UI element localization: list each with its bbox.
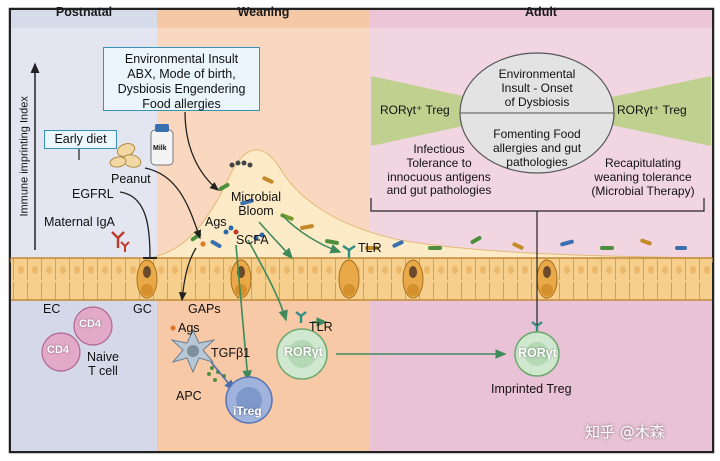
cd4-cell-b	[41, 332, 81, 372]
infectious-line-3: innocuous antigens	[387, 169, 491, 184]
scfa-treg-arrow	[247, 239, 288, 322]
peanut-icon	[109, 143, 142, 168]
infectious-line-4: and gut pathologies	[386, 183, 492, 198]
weaning-lamina	[157, 300, 370, 451]
imprinted-treg-label: Imprinted Treg	[491, 382, 572, 396]
epithelium-layer	[11, 258, 712, 300]
dysbiosis-circle-top-text: Environmental Insult - Onset of Dysbiosi…	[475, 67, 599, 109]
phase-postnatal-header: Postnatal	[55, 5, 113, 19]
maternal-iga-label: Maternal IgA	[44, 215, 115, 229]
cd4-b-label: CD4	[47, 344, 70, 356]
scfa-itreg-arrow	[235, 244, 252, 382]
y-axis-label: Immune imprinting Index	[18, 96, 31, 217]
milk-label: Milk	[153, 145, 167, 152]
microbial-bloom-line-1: Microbial	[230, 190, 281, 204]
insult-line-3: Dysbiosis Engendering	[117, 82, 246, 96]
peanut-arrow	[144, 167, 202, 240]
adult-header-bg	[370, 10, 712, 28]
tlr-top-label: TLR	[358, 241, 382, 255]
peanut-label: Peanut	[111, 172, 151, 186]
right-wedge	[545, 76, 711, 146]
gaps-arrow	[178, 247, 197, 302]
tlr-receptor-treg	[295, 311, 307, 323]
microbes	[190, 160, 687, 250]
gc-label: GC	[133, 302, 152, 316]
ags-bottom-label: Ags	[178, 321, 200, 335]
cd4-a-label: CD4	[79, 318, 102, 330]
rorgt-mid-label: RORγt	[284, 345, 323, 359]
lumen-hill	[10, 149, 713, 263]
microbial-bloom-line-2: Bloom	[238, 204, 274, 219]
apc-label: APC	[176, 389, 202, 403]
outer-frame	[8, 7, 715, 454]
tlr-receptor-epithelium	[342, 245, 356, 258]
naive-tcell-label: Naive T cell	[78, 350, 128, 379]
recapitulating-text: Recapitulating weaning tolerance (Microb…	[578, 156, 708, 198]
watermark: 知乎 @木森	[585, 423, 665, 441]
infectious-tolerance-text: Infectious Tolerance to innocuous antige…	[375, 142, 503, 198]
circle-top-line-2: Insult - Onset	[501, 80, 573, 95]
naive-line-2: T cell	[88, 364, 118, 379]
circle-bottom-line-3: pathologies	[506, 154, 568, 169]
circle-top-line-1: Environmental	[498, 67, 576, 81]
gaps-label: GAPs	[188, 302, 221, 316]
insult-line-1: Environmental Insult	[124, 52, 239, 66]
recap-line-3: (Microbial Therapy)	[591, 183, 695, 198]
milk-bottle-icon	[150, 124, 174, 166]
tlr-bottom-label: TLR	[309, 320, 333, 334]
ags-top-label: Ags	[205, 215, 227, 229]
infectious-line-2: Tolerance to	[406, 155, 472, 170]
infectious-line-1: Infectious	[413, 142, 465, 156]
left-treg-label: RORγt⁺ Treg	[380, 103, 450, 117]
goblet-cell-3	[338, 259, 360, 299]
cd4-cell-a	[73, 306, 113, 346]
goblet-cell-4	[402, 259, 424, 299]
early-diet-box: Early diet	[44, 130, 117, 149]
scfa-label: SCFA	[236, 233, 269, 247]
iga-antibody	[111, 231, 125, 248]
goblet-cell-5	[536, 259, 558, 299]
egfrl-label: EGFRL	[72, 187, 114, 201]
phase-adult-header: Adult	[525, 5, 557, 19]
circle-bottom-line-2: allergies and gut	[492, 140, 582, 155]
circle-top-line-3: of Dysbiosis	[504, 94, 570, 109]
environmental-insult-box: Environmental Insult ABX, Mode of birth,…	[103, 47, 260, 111]
recap-line-1: Recapitulating	[604, 156, 682, 170]
phase-weaning-header: Weaning	[237, 5, 290, 19]
recap-line-2: weaning tolerance	[594, 169, 692, 184]
microbial-bloom-label: Microbial Bloom	[226, 190, 286, 219]
insult-arrow	[184, 111, 219, 191]
naive-line-1: Naive	[87, 350, 119, 364]
weaning-header-bg	[157, 10, 370, 28]
postnatal-header-bg	[11, 10, 157, 28]
egfrl-inhibit-line	[119, 191, 151, 259]
tgfb-label: TGFβ1	[211, 346, 251, 360]
goblet-cell-1	[136, 259, 158, 299]
insult-line-4: Food allergies	[142, 97, 221, 111]
itreg-label: iTreg	[233, 404, 262, 418]
right-treg-label: RORγt⁺ Treg	[617, 103, 687, 117]
apc-cell	[170, 328, 216, 374]
circle-bottom-line-1: Fomenting Food	[493, 127, 581, 141]
ec-label: EC	[43, 302, 61, 316]
dysbiosis-circle-bottom-text: Fomenting Food allergies and gut patholo…	[473, 127, 601, 169]
insult-line-2: ABX, Mode of birth,	[127, 67, 236, 81]
left-wedge	[371, 76, 532, 146]
rorgt-imprinted-label: RORγt	[518, 346, 557, 360]
